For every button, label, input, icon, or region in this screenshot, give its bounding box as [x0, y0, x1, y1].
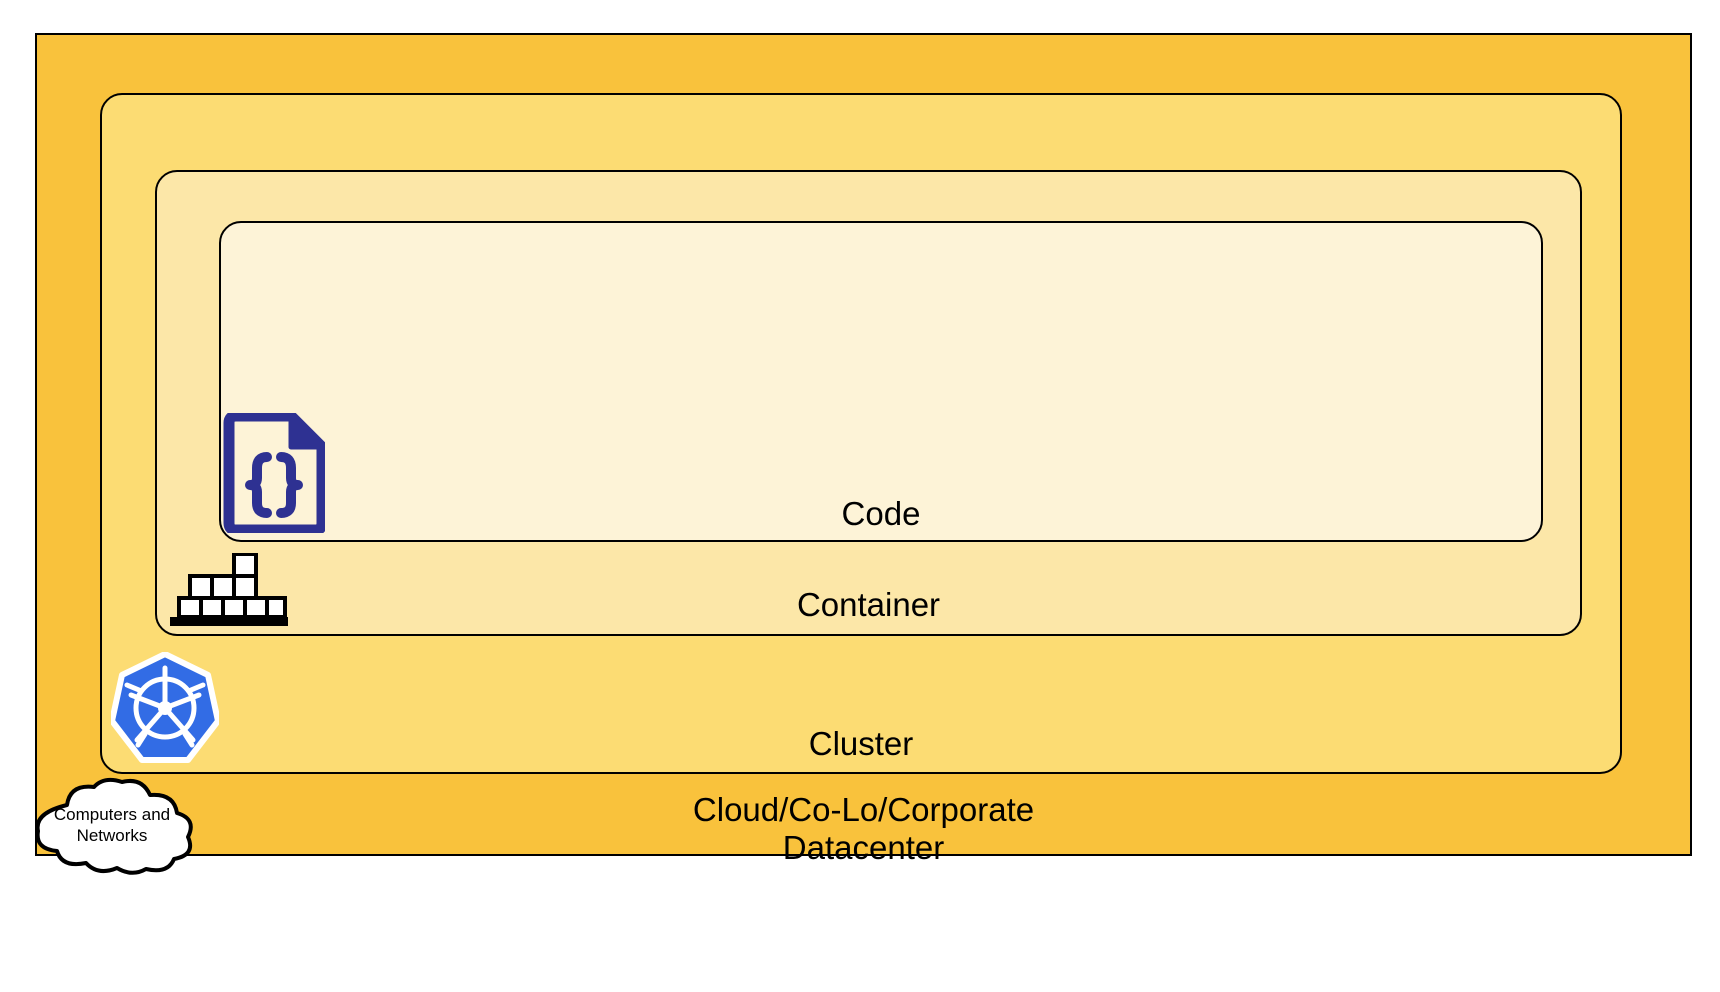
- container-stack-icon: [170, 552, 288, 626]
- layer-label-datacenter: Cloud/Co-Lo/Corporate Datacenter: [692, 791, 1035, 866]
- cloud-callout-computers-and-networks: Computers and Networks: [22, 775, 202, 875]
- cloud-shape-icon: [35, 777, 193, 875]
- layer-code: [219, 221, 1543, 542]
- layer-label-cluster: Cluster: [808, 725, 914, 762]
- kubernetes-icon: [109, 651, 221, 765]
- code-document-icon: [221, 410, 328, 536]
- layer-label-code: Code: [841, 495, 921, 532]
- layer-label-container: Container: [796, 586, 941, 623]
